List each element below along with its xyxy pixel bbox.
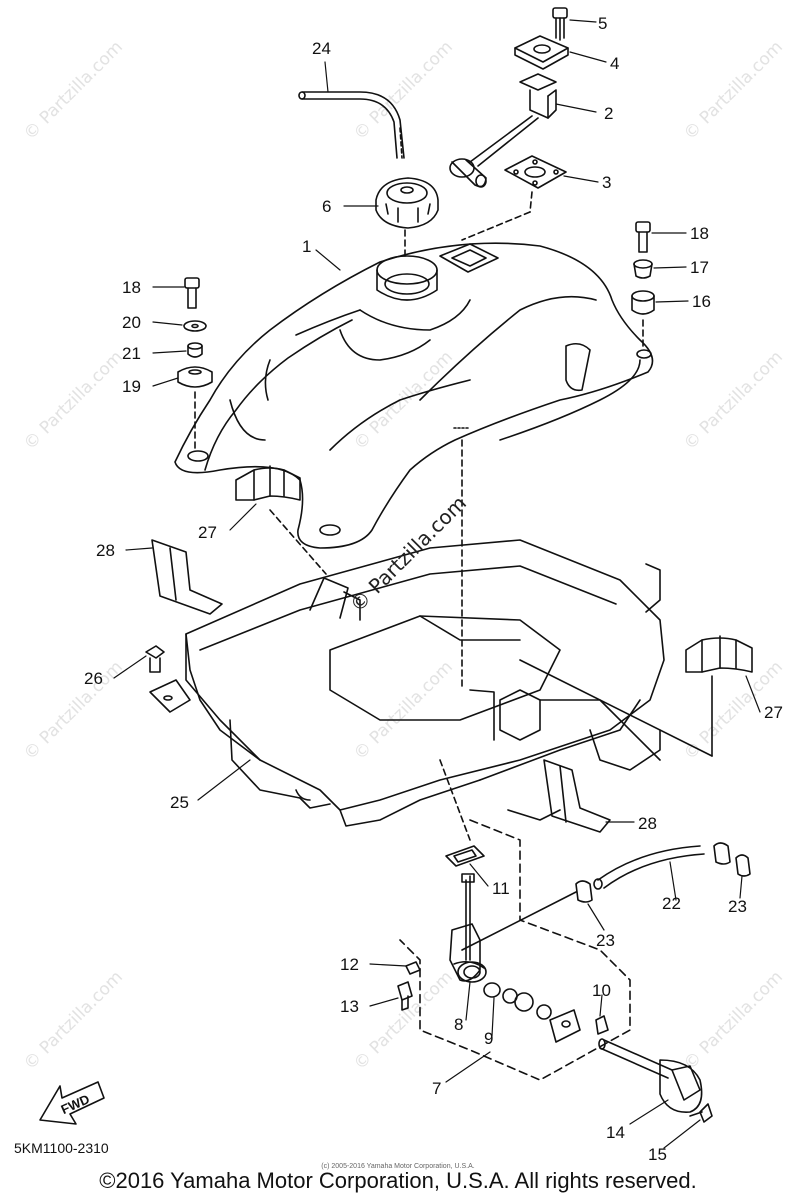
callout-10: 10: [592, 981, 611, 1000]
callout-28-left: 28: [96, 541, 115, 560]
callout-17: 17: [690, 258, 709, 277]
part-code: 5KM1100-2310: [14, 1140, 109, 1156]
callout-9: 9: [484, 1029, 493, 1048]
bolt-26-part: [145, 645, 165, 673]
callout-18-left: 18: [122, 278, 141, 297]
fuel-sender-parts: [449, 7, 569, 241]
callout-6: 6: [322, 197, 331, 216]
leader-lines: [113, 19, 761, 1149]
callout-16: 16: [692, 292, 711, 311]
frame-base-part: [149, 539, 665, 841]
callout-4: 4: [610, 54, 619, 73]
callout-21: 21: [122, 344, 141, 363]
left-mount-parts: [177, 277, 213, 453]
callout-19: 19: [122, 377, 141, 396]
damper-parts: [235, 465, 753, 757]
callout-8: 8: [454, 1015, 463, 1034]
callout-labels: 24 5 4 2 6 3 1 18 17 16 18 20 21 19 27 2…: [84, 14, 783, 1164]
callout-23-center: 23: [596, 931, 615, 950]
forward-arrow: [39, 1081, 105, 1125]
callout-27-right: 27: [764, 703, 783, 722]
gasket-11-part: [445, 845, 485, 867]
fine-print: (c) 2005-2016 Yamaha Motor Corporation, …: [321, 1163, 475, 1170]
fuel-hose-parts: [461, 842, 751, 951]
callout-28-right: 28: [638, 814, 657, 833]
vent-hose-part: [298, 91, 405, 159]
callout-1: 1: [302, 237, 311, 256]
fuel-cap-part: [375, 177, 439, 259]
fuel-cock-knob-parts: [598, 1038, 713, 1123]
fuel-tank-part: [174, 242, 654, 691]
callout-3: 3: [602, 173, 611, 192]
fuel-cock-assembly-part: [397, 819, 631, 1081]
callout-22: 22: [662, 894, 681, 913]
side-cover-parts: [151, 539, 611, 833]
callout-24: 24: [312, 39, 331, 58]
callout-12: 12: [340, 955, 359, 974]
copyright-line: ©2016 Yamaha Motor Corporation, U.S.A. A…: [99, 1168, 697, 1193]
callout-18-right: 18: [690, 224, 709, 243]
right-mount-parts: [631, 221, 655, 349]
callout-5: 5: [598, 14, 607, 33]
callout-14: 14: [606, 1123, 625, 1142]
callout-11: 11: [492, 879, 510, 898]
callout-27-left: 27: [198, 523, 217, 542]
callout-25: 25: [170, 793, 189, 812]
callout-23-right: 23: [728, 897, 747, 916]
callout-26: 26: [84, 669, 103, 688]
fwd-label: FWD: [59, 1091, 92, 1117]
callout-15: 15: [648, 1145, 667, 1164]
callout-20: 20: [122, 313, 141, 332]
callout-7: 7: [432, 1079, 441, 1098]
callout-13: 13: [340, 997, 359, 1016]
callout-2: 2: [604, 104, 613, 123]
